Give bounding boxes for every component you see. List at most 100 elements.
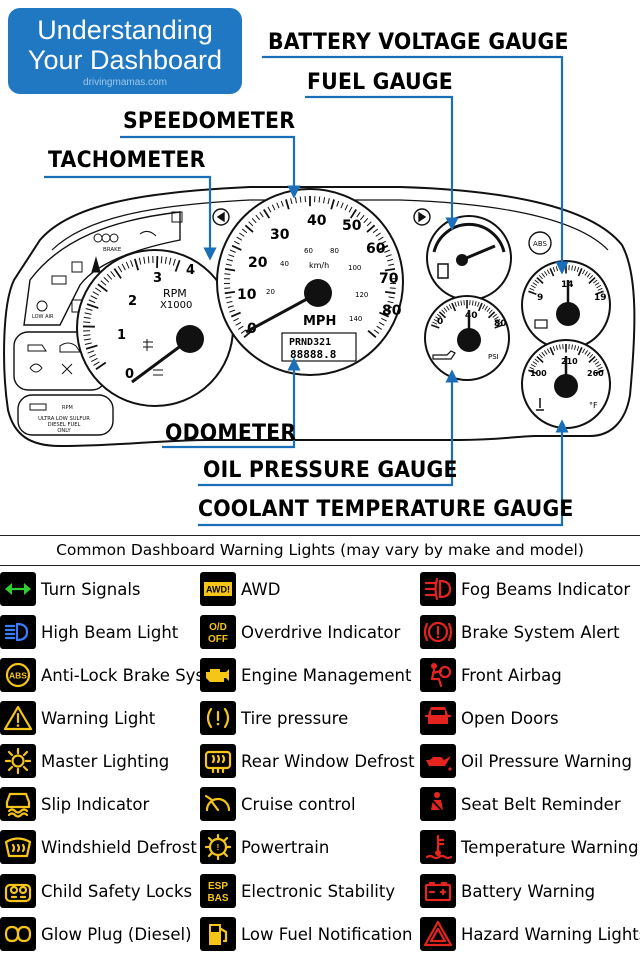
fuel-leader	[305, 95, 459, 231]
tick-mark	[574, 266, 577, 272]
psi-unit: PSI	[488, 353, 499, 361]
diesel-note-2: DIESEL FUEL	[48, 422, 81, 428]
tick-mark	[90, 295, 98, 300]
tick-mark	[441, 309, 446, 314]
child-locks-icon	[0, 874, 36, 908]
seat-belt-icon	[430, 792, 444, 813]
speed-40: 40	[307, 213, 327, 229]
tick-mark	[389, 273, 396, 275]
tick-mark	[538, 353, 543, 359]
tick-mark	[133, 258, 140, 271]
svg-text:AWD!: AWD!	[206, 585, 230, 595]
tick-mark	[576, 345, 580, 351]
tick-mark	[448, 304, 452, 310]
tick-mark	[285, 199, 290, 210]
warning-light-label: Turn Signals	[41, 579, 141, 599]
tick-mark	[259, 211, 264, 218]
tick-mark	[88, 299, 96, 304]
tick-mark	[83, 334, 91, 337]
speedometer: 40 30 50 20 60 10 70 0 80 20 40 60 80 10…	[216, 188, 404, 376]
logo-site: drivingmamas.com	[83, 77, 167, 88]
warning-triangle-icon	[0, 701, 36, 735]
warning-light-label: Battery Warning	[461, 881, 596, 901]
oil-0: 0	[437, 317, 443, 327]
battery-symbol	[534, 319, 548, 329]
tick-mark	[437, 313, 442, 318]
tick-mark	[589, 353, 594, 359]
tick-mark	[536, 355, 544, 363]
tick-mark	[593, 279, 598, 284]
tick-mark	[577, 346, 583, 356]
tach-num-0: 0	[125, 367, 134, 382]
tick-mark	[488, 309, 493, 314]
tick-mark	[276, 202, 280, 209]
tick-mark	[546, 348, 550, 354]
tick-mark	[597, 287, 603, 291]
tick-mark	[97, 283, 108, 293]
tick-mark	[224, 291, 235, 295]
tick-mark	[529, 287, 535, 291]
tick-mark	[454, 301, 457, 307]
tick-mark	[238, 325, 244, 330]
engine-icon	[206, 669, 229, 682]
tick-mark	[125, 261, 130, 269]
warning-light-brake-alert: Brake System Alert	[420, 612, 620, 652]
speed-20: 20	[248, 255, 268, 271]
battery-icon	[420, 874, 456, 908]
tick-mark	[538, 274, 543, 280]
tick-mark	[552, 345, 556, 351]
warning-light-rear-defrost: Rear Window Defrost	[200, 741, 415, 781]
tick-mark	[494, 324, 503, 329]
tick-mark	[225, 263, 232, 266]
volt-9: 9	[537, 293, 543, 303]
high-beam-icon	[0, 615, 36, 649]
tick-mark	[388, 263, 395, 266]
voltage-gauge: 9 14 19	[521, 260, 611, 350]
glow-plug-icon	[4, 925, 32, 943]
cluster-bezel	[3, 186, 636, 448]
tach-hub	[176, 325, 204, 353]
kmh-60: 60	[304, 247, 313, 255]
tick-mark	[93, 361, 100, 366]
tick-mark	[85, 344, 98, 350]
tick-mark	[584, 350, 588, 355]
speed-ticks	[224, 196, 396, 338]
tick-mark	[147, 256, 150, 264]
fuel-gauge	[426, 215, 512, 301]
tick-mark	[340, 202, 344, 209]
rpm-arrow-text: RPM	[62, 405, 73, 411]
tick-mark	[530, 285, 536, 289]
kmh-140: 140	[349, 315, 362, 323]
tick-mark	[233, 317, 239, 322]
temp-100: 100	[530, 369, 547, 378]
tick-mark	[226, 300, 233, 304]
kmh-unit: km/h	[309, 261, 329, 270]
tach-num-4: 4	[186, 263, 195, 278]
tick-mark	[486, 307, 491, 313]
warning-light-label: Temperature Warning	[461, 837, 639, 857]
tick-mark	[582, 269, 586, 275]
warning-light-child-locks: Child Safety Locks	[0, 871, 192, 911]
tick-mark	[431, 324, 440, 329]
tick-mark	[534, 358, 539, 363]
tick-mark	[367, 330, 377, 338]
speed-30: 30	[270, 227, 290, 243]
tick-mark	[433, 318, 439, 323]
warning-light-glow-plug: Glow Plug (Diesel)	[0, 914, 192, 954]
warning-light-label: Engine Management	[241, 665, 412, 685]
tick-mark	[87, 350, 95, 354]
tick-mark	[457, 301, 460, 307]
cruise-icon	[204, 794, 231, 812]
tick-mark	[336, 200, 340, 207]
tick-mark	[484, 305, 488, 311]
powertrain-icon: !	[204, 833, 232, 861]
legend-top-rule	[0, 535, 640, 536]
awd-icon: AWD!	[204, 582, 232, 596]
tick-mark	[378, 321, 385, 326]
rear-defrost-icon	[204, 750, 232, 774]
tick-mark	[243, 330, 253, 338]
speedometer-hub	[304, 279, 332, 307]
tick-mark	[236, 236, 243, 241]
